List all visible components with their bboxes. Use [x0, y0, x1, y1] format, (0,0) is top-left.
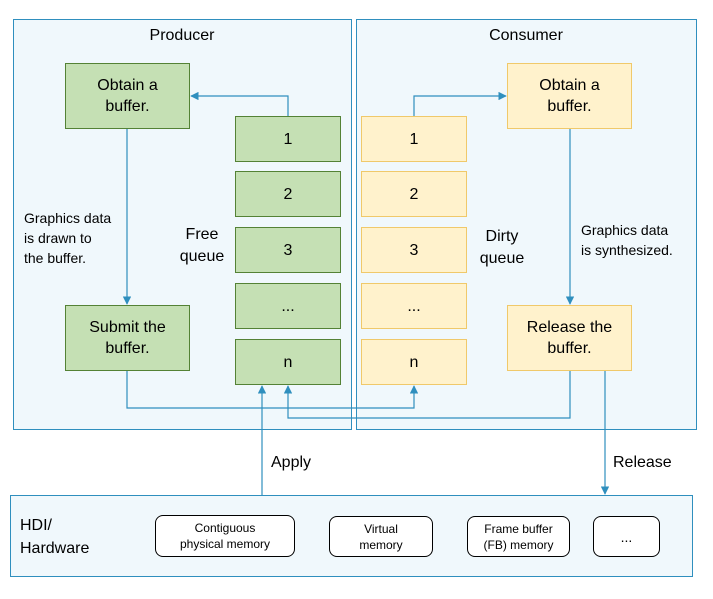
- consumer-title: Consumer: [489, 27, 563, 44]
- dirty-queue-to-obtain-arrow: [413, 91, 507, 116]
- free-queue-label: Free queue: [179, 226, 225, 265]
- virtual-memory-box: Virtual memory: [329, 516, 433, 557]
- apply-label: Apply: [271, 454, 312, 471]
- dirty-queue-label: Dirty queue: [479, 228, 525, 267]
- free-queue-item-2: 2: [235, 171, 341, 217]
- free-queue-to-obtain-arrow: [190, 91, 289, 116]
- dirty-queue-item-2: 2: [361, 171, 467, 217]
- free-queue-item-1: 1: [235, 116, 341, 162]
- free-queue-item-3: 3: [235, 227, 341, 273]
- consumer-release-buffer-box: Release the buffer.: [507, 305, 632, 371]
- producer-title: Producer: [149, 27, 215, 44]
- release-label: Release: [613, 454, 672, 471]
- free-queue-item-n: n: [235, 339, 341, 385]
- frame-buffer-memory-box: Frame buffer (FB) memory: [467, 516, 570, 557]
- producer-submit-buffer-box: Submit the buffer.: [65, 305, 190, 371]
- dirty-queue-item-1: 1: [361, 116, 467, 162]
- consumer-note: Graphics data is synthesized.: [581, 222, 673, 258]
- hardware-title: HDI/ Hardware: [20, 517, 90, 557]
- dirty-queue-item-n: n: [361, 339, 467, 385]
- free-queue-item-ellipsis: ...: [235, 283, 341, 329]
- dirty-queue-item-ellipsis: ...: [361, 283, 467, 329]
- submit-to-dirty-queue-arrow: [126, 371, 419, 409]
- dirty-queue-item-3: 3: [361, 227, 467, 273]
- more-memory-box: ...: [593, 516, 660, 557]
- producer-note: Graphics data is drawn to the buffer.: [24, 210, 112, 266]
- consumer-obtain-buffer-box: Obtain a buffer.: [507, 63, 632, 129]
- contiguous-physical-memory-box: Contiguous physical memory: [155, 515, 295, 557]
- release-to-free-queue-arrow: [283, 371, 571, 419]
- producer-obtain-buffer-box: Obtain a buffer.: [65, 63, 190, 129]
